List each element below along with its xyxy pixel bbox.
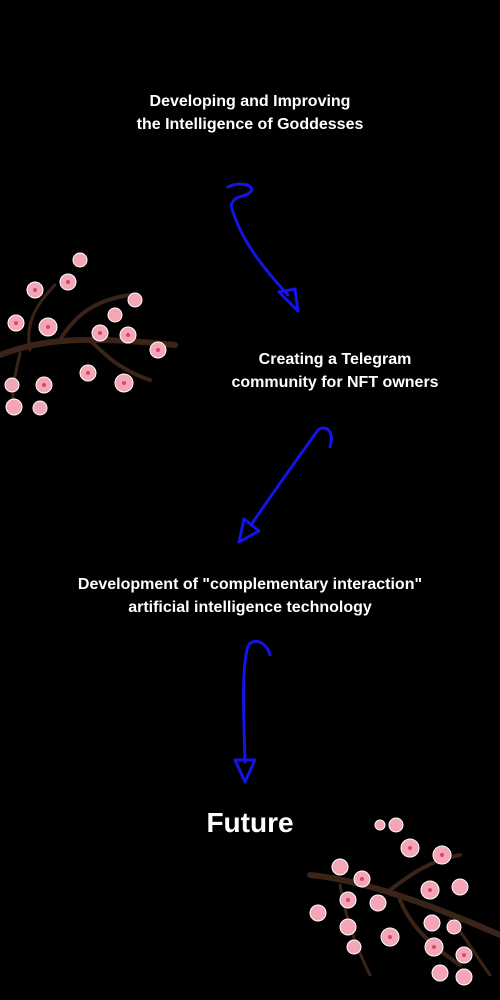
step-1-line-1: Developing and Improving — [149, 93, 351, 110]
step-1-line-2: the Intelligence of Goddesses — [136, 116, 364, 133]
arrow-down-icon-2 — [237, 426, 333, 544]
roadmap-step-3: Development of "complementary interactio… — [0, 573, 500, 619]
cherry-blossom-branch-left — [0, 252, 178, 416]
step-3-line-1: Development of "complementary interactio… — [77, 576, 423, 593]
roadmap-step-1: Developing and Improving the Intelligenc… — [0, 90, 500, 136]
arrow-down-icon-3 — [233, 639, 272, 784]
step-2-line-2: community for NFT owners — [231, 374, 439, 391]
step-3-line-2: artificial intelligence technology — [128, 599, 372, 616]
roadmap-step-2: Creating a Telegram community for NFT ow… — [185, 348, 485, 394]
future-heading: Future — [206, 807, 294, 838]
cherry-blossom-branch-right — [307, 817, 500, 986]
arrow-down-icon-1 — [226, 182, 300, 313]
step-2-line-1: Creating a Telegram — [258, 351, 412, 368]
